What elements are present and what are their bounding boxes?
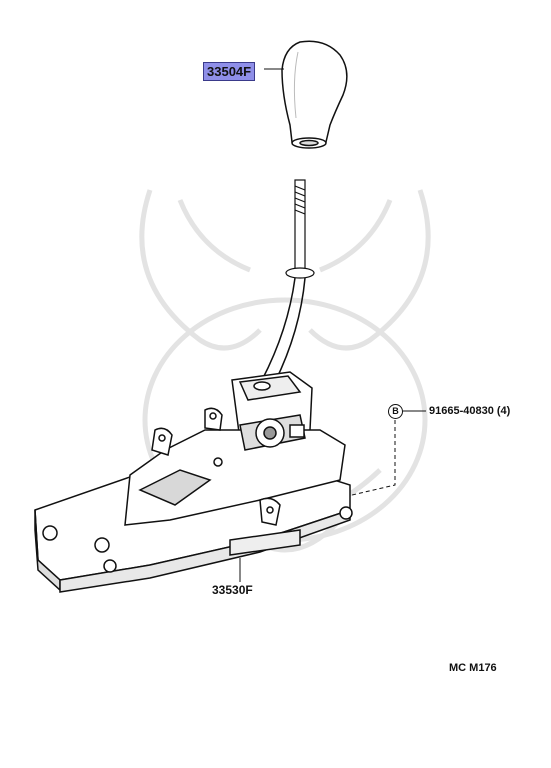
part-label-shift-housing[interactable]: 33530F (212, 583, 253, 597)
shift-housing-drawing (34, 371, 353, 593)
bolt-marker-badge: B (388, 404, 403, 419)
bolt-leader-line (351, 410, 426, 496)
lever-threaded-tip (285, 179, 315, 279)
part-label-shift-knob[interactable]: 33504F (203, 62, 256, 81)
shift-knob-drawing (281, 40, 348, 149)
diagram-reference-code: MC M176 (449, 662, 497, 674)
part-label-bolt[interactable]: 91665-40830 (4) (429, 405, 511, 417)
lever-rod (261, 277, 306, 385)
